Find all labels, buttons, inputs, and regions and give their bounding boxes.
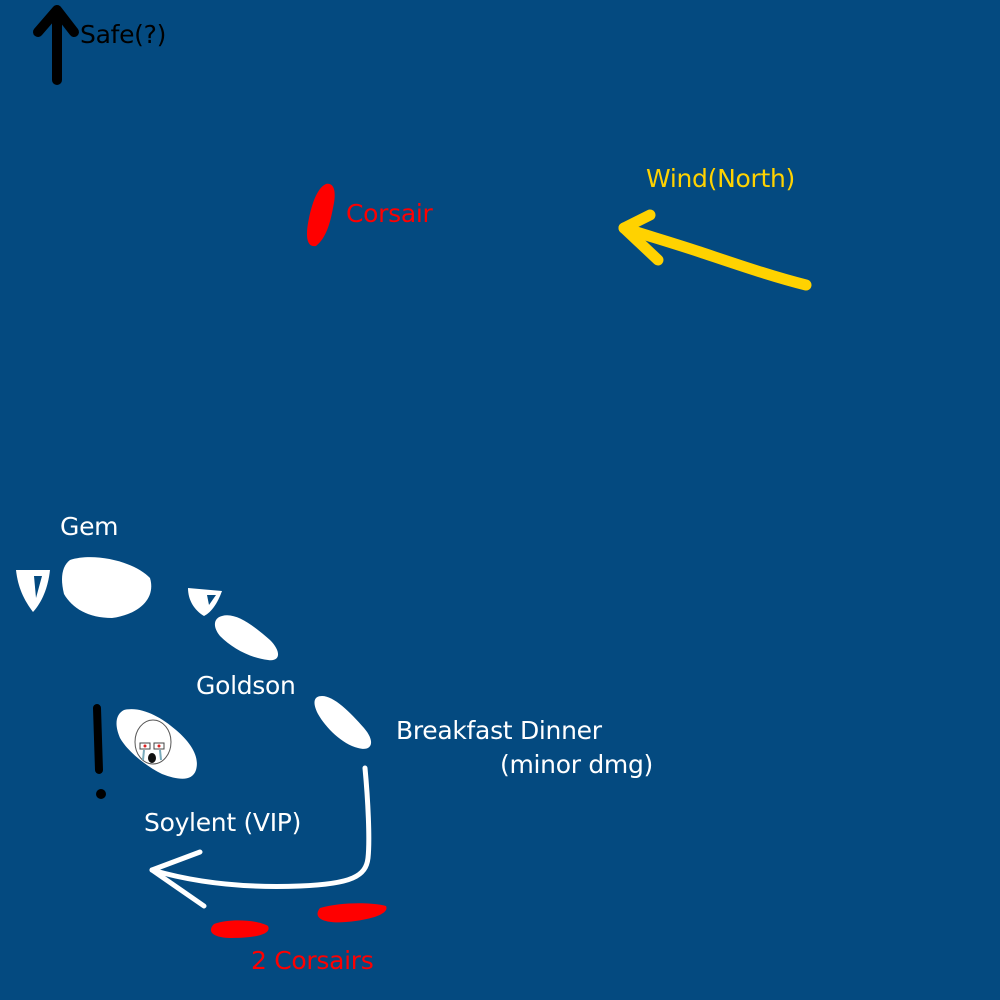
soylent-label: Soylent (VIP) [144, 808, 302, 837]
ship-gem [62, 557, 152, 618]
ship-breakfast-dinner [314, 696, 372, 749]
safe-label: Safe(?) [80, 20, 167, 49]
goldson-label: Goldson [196, 671, 296, 700]
corsair-label: Corsair [346, 199, 433, 228]
ship-outline-small [188, 588, 222, 616]
fleet-ships [16, 557, 372, 779]
breakfast-dinner-label: Breakfast Dinner [396, 716, 602, 745]
route-arrow-icon [149, 765, 372, 909]
alert-icon [93, 704, 106, 799]
corsairs-pair-label: 2 Corsairs [251, 946, 374, 975]
corsair-ship [317, 903, 387, 923]
wind-arrow-icon [618, 209, 812, 291]
ship-outline-left [16, 570, 50, 612]
corsair-ship [306, 183, 335, 247]
wind-label: Wind(North) [646, 164, 795, 193]
corsair-ship [210, 920, 269, 938]
ship-escort [214, 615, 279, 661]
crying-face-icon [134, 719, 172, 765]
north-arrow-icon [33, 5, 79, 85]
gem-label: Gem [60, 512, 119, 541]
damage-status-label: (minor dmg) [500, 750, 653, 779]
